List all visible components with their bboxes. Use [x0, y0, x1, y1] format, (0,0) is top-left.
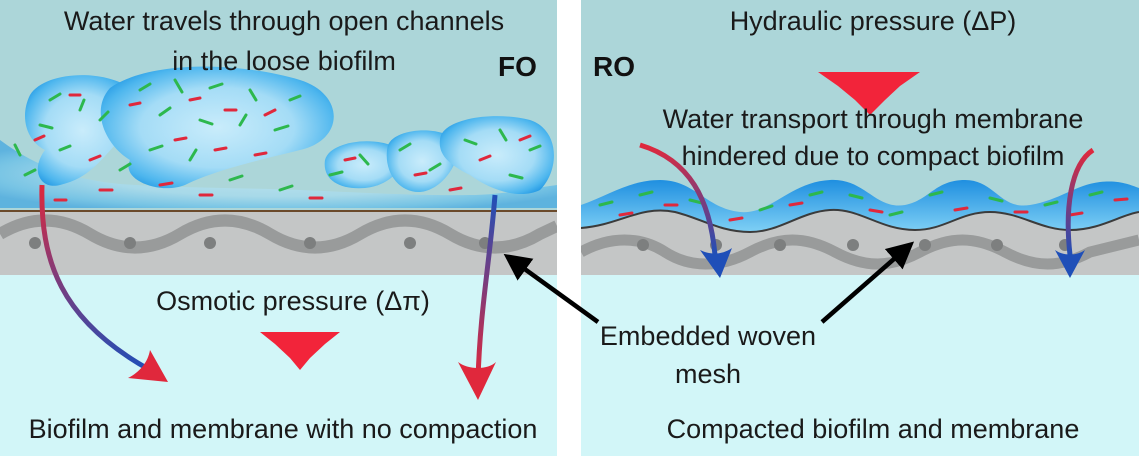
pointer-arrow-icon [820, 241, 915, 324]
ro-membrane-surface [580, 208, 1139, 234]
ro-bacteria [598, 190, 1129, 222]
ro-compact-biofilm [581, 179, 1139, 232]
mesh-callout-line2: mesh [675, 359, 741, 389]
fo-top-text-line2: in the loose biofilm [172, 46, 396, 76]
ro-bottom-caption: Compacted biofilm and membrane [667, 414, 1080, 444]
water-flow-arrow-icon [39, 184, 152, 373]
panel-divider [557, 0, 581, 456]
fo-bottom-caption: Biofilm and membrane with no compaction [29, 414, 538, 444]
fo-woven-mesh-thread [0, 214, 560, 254]
pointer-arrow-icon [503, 253, 600, 324]
fo-panel: Water travels through open channels in t… [0, 0, 560, 456]
ro-woven-mesh-thread [578, 234, 1139, 270]
ro-middle-text-line2: hindered due to compact biofilm [682, 141, 1065, 171]
fo-bacteria [13, 78, 542, 202]
fo-top-text-line1: Water travels through open channels [64, 6, 504, 36]
ro-mesh-fibers [637, 239, 1071, 251]
ro-permeate-background [581, 275, 1139, 456]
ro-tag: RO [593, 51, 635, 82]
water-flow-arrow-icon [458, 362, 496, 400]
water-flow-arrow-icon [639, 142, 718, 256]
ro-pressure-label: Hydraulic pressure (ΔP) [730, 6, 1017, 36]
pressure-arrow-icon [818, 72, 920, 115]
pressure-arrow-icon [260, 332, 340, 370]
fo-tag: FO [498, 51, 537, 82]
water-flow-arrow-icon [700, 248, 732, 278]
fo-mesh-fibers [29, 237, 491, 249]
fo-pressure-label: Osmotic pressure (Δπ) [156, 286, 430, 316]
fo-biofilm-base [0, 140, 557, 208]
water-flow-arrow-icon [128, 350, 168, 382]
mesh-callout: Embedded woven mesh [503, 241, 915, 389]
ro-panel: Hydraulic pressure (ΔP) RO Water transpo… [578, 0, 1139, 456]
ro-middle-text-line1: Water transport through membrane [663, 104, 1084, 134]
water-flow-arrow-icon [475, 194, 498, 381]
water-flow-arrow-icon [1055, 250, 1085, 278]
fo-permeate-background [0, 275, 557, 456]
water-flow-arrow-icon [1065, 147, 1095, 256]
mesh-callout-line1: Embedded woven [600, 321, 816, 351]
